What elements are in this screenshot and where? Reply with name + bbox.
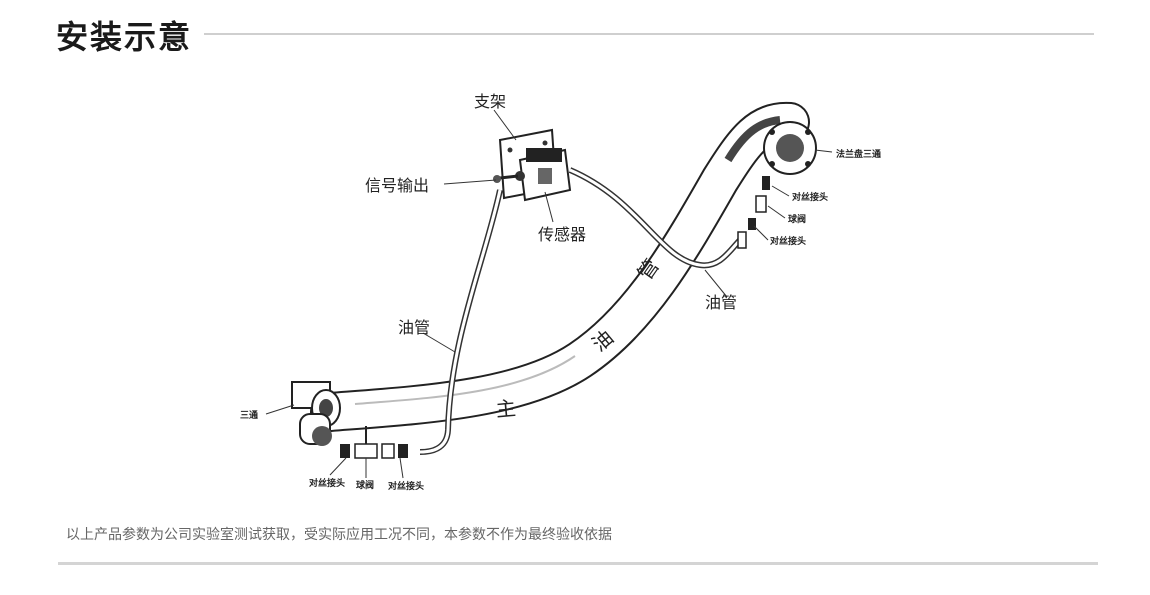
tee-fitting <box>291 381 341 446</box>
page-title: 安装示意 <box>56 18 193 56</box>
bottom-divider <box>58 562 1098 565</box>
label-oil-pipe-right: 油管 <box>705 293 737 312</box>
label-thread-joint-right-bottom: 对丝接头 <box>770 235 806 247</box>
label-thread-joint-bottom-left: 对丝接头 <box>309 477 345 489</box>
label-ball-valve-right: 球阀 <box>788 213 806 225</box>
label-signal-output: 信号输出 <box>365 176 429 195</box>
main-pipe-char-1: 主 <box>495 396 517 422</box>
label-sensor: 传感器 <box>538 225 586 244</box>
bottom-fittings <box>340 426 408 459</box>
label-ball-valve-bottom: 球阀 <box>356 479 374 491</box>
right-oil-pipe <box>568 167 743 269</box>
left-oil-pipe <box>419 189 503 455</box>
title-divider <box>204 33 1094 35</box>
disclaimer-text: 以上产品参数为公司实验室测试获取，受实际应用工况不同，本参数不作为最终验收依据 <box>66 527 612 543</box>
label-thread-joint-bottom-right: 对丝接头 <box>388 480 424 492</box>
label-oil-pipe-left: 油管 <box>398 318 430 337</box>
leader-lines <box>265 109 833 479</box>
label-flange-tee: 法兰盘三通 <box>836 148 881 160</box>
signal-output-connector <box>493 174 519 183</box>
section-header: 安装示意 <box>56 8 1096 58</box>
label-bracket: 支架 <box>474 92 506 111</box>
flange-tee <box>763 121 817 175</box>
label-thread-joint-right-top: 对丝接头 <box>792 191 828 203</box>
right-fittings <box>737 176 770 249</box>
label-tee: 三通 <box>240 409 258 421</box>
sensor <box>515 148 572 202</box>
